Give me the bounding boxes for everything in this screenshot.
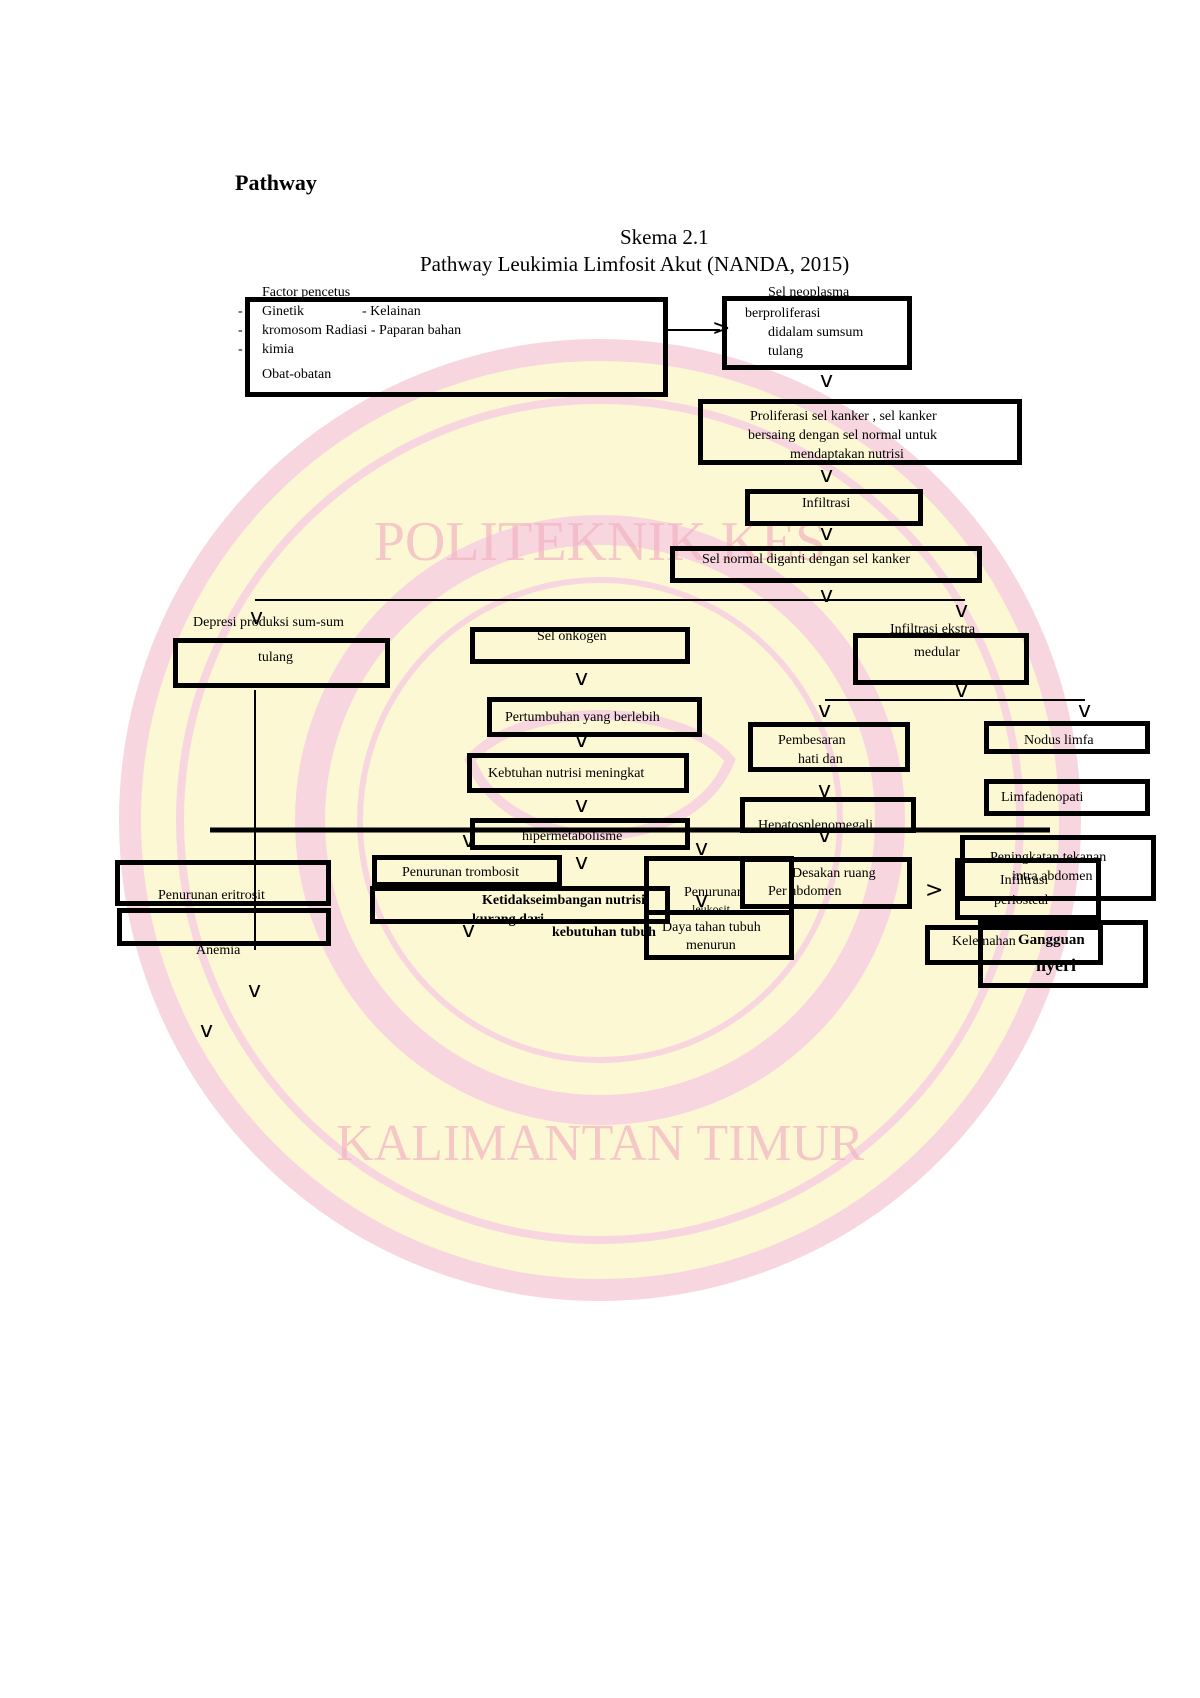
chevron-down-icon: v: [955, 678, 969, 703]
factor-title: Factor pencetus: [262, 285, 351, 300]
hepato-box: [740, 797, 916, 833]
scheme-number: Skema 2.1: [620, 225, 709, 249]
chevron-down-icon: v: [200, 1018, 214, 1043]
daya-tahan-box: [644, 910, 794, 960]
gangguan-label: Gangguan: [1018, 932, 1085, 948]
factor-line-1: Ginetik: [262, 304, 304, 319]
infiltrasi-box: [745, 489, 923, 526]
chevron-down-icon: v: [820, 368, 834, 393]
tulang-label: tulang: [258, 650, 293, 665]
chevron-down-icon: v: [575, 666, 589, 691]
chevron-down-icon: v: [818, 698, 832, 723]
infiltrasi-periosteal-line-1: Infiltrasi: [1000, 873, 1049, 888]
pertumbuhan-label: Pertumbuhan yang berlebih: [505, 710, 660, 725]
chevron-down-icon: v: [248, 978, 262, 1003]
nodus-limfa-box: [984, 721, 1150, 754]
chevron-down-icon: v: [695, 888, 709, 913]
penurunan-eritrosit-box: [115, 860, 331, 906]
factor-bullet-1: -: [238, 304, 243, 319]
chevron-down-icon: v: [695, 836, 709, 861]
per-abdomen-label: Per abdomen: [768, 884, 842, 899]
sel-normal-box: [670, 546, 982, 583]
sel-neoplasma-line-3: tulang: [768, 344, 803, 359]
proliferasi-line-1: Proliferasi sel kanker , sel kanker: [750, 409, 937, 424]
infiltrasi-ekstra-box: [853, 633, 1029, 685]
pertumbuhan-box: [487, 697, 702, 737]
factor-line-3: kimia: [262, 342, 294, 357]
chevron-down-icon: v: [820, 583, 834, 608]
page-heading: Pathway: [235, 170, 317, 195]
peningkatan-box: [960, 835, 1156, 901]
kebutuhan-tubuh-label: kebutuhan tubuh: [552, 925, 656, 940]
daya-tahan-line-1: Daya tahan tubuh: [662, 920, 761, 935]
proliferasi-line-3: mendaptakan nutrisi: [790, 447, 904, 462]
scheme-title: Pathway Leukimia Limfosit Akut (NANDA, 2…: [420, 252, 850, 276]
kebutuhan-label: Kebtuhan nutrisi meningkat: [488, 766, 645, 781]
pembesaran-line-2: hati dan: [798, 752, 843, 767]
proliferasi-line-2: bersaing dengan sel normal untuk: [748, 428, 937, 443]
medular-label: medular: [914, 645, 960, 660]
nyeri-box: [978, 920, 1148, 988]
chevron-down-icon: v: [250, 605, 264, 630]
factor-line-4: Obat-obatan: [262, 367, 332, 382]
pembesaran-box: [748, 722, 910, 772]
pembesaran-line-1: Pembesaran: [778, 733, 846, 748]
chevron-down-icon: v: [462, 918, 476, 943]
chevron-down-icon: v: [575, 793, 589, 818]
infiltrasi-periosteal-line-2: periosteal: [994, 893, 1049, 908]
chevron-down-icon: v: [955, 598, 969, 623]
infiltrasi-label: Infiltrasi: [802, 496, 851, 511]
penurunan-eritrosit-label: Penurunan eritrosit: [158, 888, 265, 903]
penurunan-leukosit-line-1: Penurunan: [684, 885, 744, 900]
ketidak-label: Ketidakseimbangan nutrisi: [482, 893, 645, 908]
factor-line-1b: - Kelainan: [362, 304, 421, 319]
factor-box: [245, 297, 668, 397]
peningkatan-line-2: intra abdomen: [1012, 869, 1093, 884]
chevron-down-icon: v: [818, 778, 832, 803]
infiltrasi-periosteal-box: [955, 858, 1101, 920]
anemia-label: Anemia: [196, 943, 241, 958]
kurang-dari-label: kurang dari: [472, 912, 544, 927]
factor-line-2: kromosom Radiasi - Paparan bahan: [262, 323, 462, 338]
sel-neoplasma-box: [722, 296, 912, 370]
factor-bullet-3: -: [238, 342, 243, 357]
nodus-limfa-label: Nodus limfa: [1024, 733, 1094, 748]
sel-normal-label: Sel normal diganti dengan sel kanker: [702, 552, 910, 567]
depresi-label: Depresi produksi sum-sum: [193, 615, 344, 630]
penurunan-trombosit-box: [372, 855, 562, 887]
ketidak-box: [370, 886, 670, 924]
sel-neoplasma-line-2: didalam sumsum: [768, 325, 864, 340]
desakan-box: [740, 857, 912, 909]
chevron-down-icon: v: [575, 850, 589, 875]
hepato-label: Hepatosplenomegali: [758, 818, 874, 833]
kelemahan-label: Kelemahan: [952, 934, 1016, 949]
sel-onkogen-label: Sel onkogen: [537, 629, 607, 644]
hipermetabolisme-label: hipermetabolisme: [522, 829, 623, 844]
anemia-top-box: [117, 908, 331, 946]
limfadenopati-label: Limfadenopati: [1001, 790, 1084, 805]
depresi-box: [173, 638, 390, 688]
nyeri-label: nyeri: [1036, 955, 1076, 975]
penurunan-trombosit-label: Penurunan trombosit: [402, 865, 520, 880]
arrow-right-icon: >: [925, 878, 944, 903]
factor-bullet-2: -: [238, 323, 243, 338]
chevron-down-icon: v: [1078, 698, 1092, 723]
desakan-label: Desakan ruang: [792, 866, 876, 881]
sel-neoplasma-line-1: berproliferasi: [745, 306, 821, 321]
kelemahan-box: [925, 925, 1103, 965]
chevron-down-icon: v: [820, 521, 834, 546]
sel-onkogen-box: [470, 627, 690, 664]
hipermetabolisme-box: [470, 818, 690, 850]
kebutuhan-box: [467, 753, 689, 793]
proliferasi-box: [698, 399, 1022, 465]
daya-tahan-line-2: menurun: [686, 938, 736, 953]
chevron-down-icon: v: [820, 463, 834, 488]
limfadenopati-box: [984, 779, 1150, 816]
